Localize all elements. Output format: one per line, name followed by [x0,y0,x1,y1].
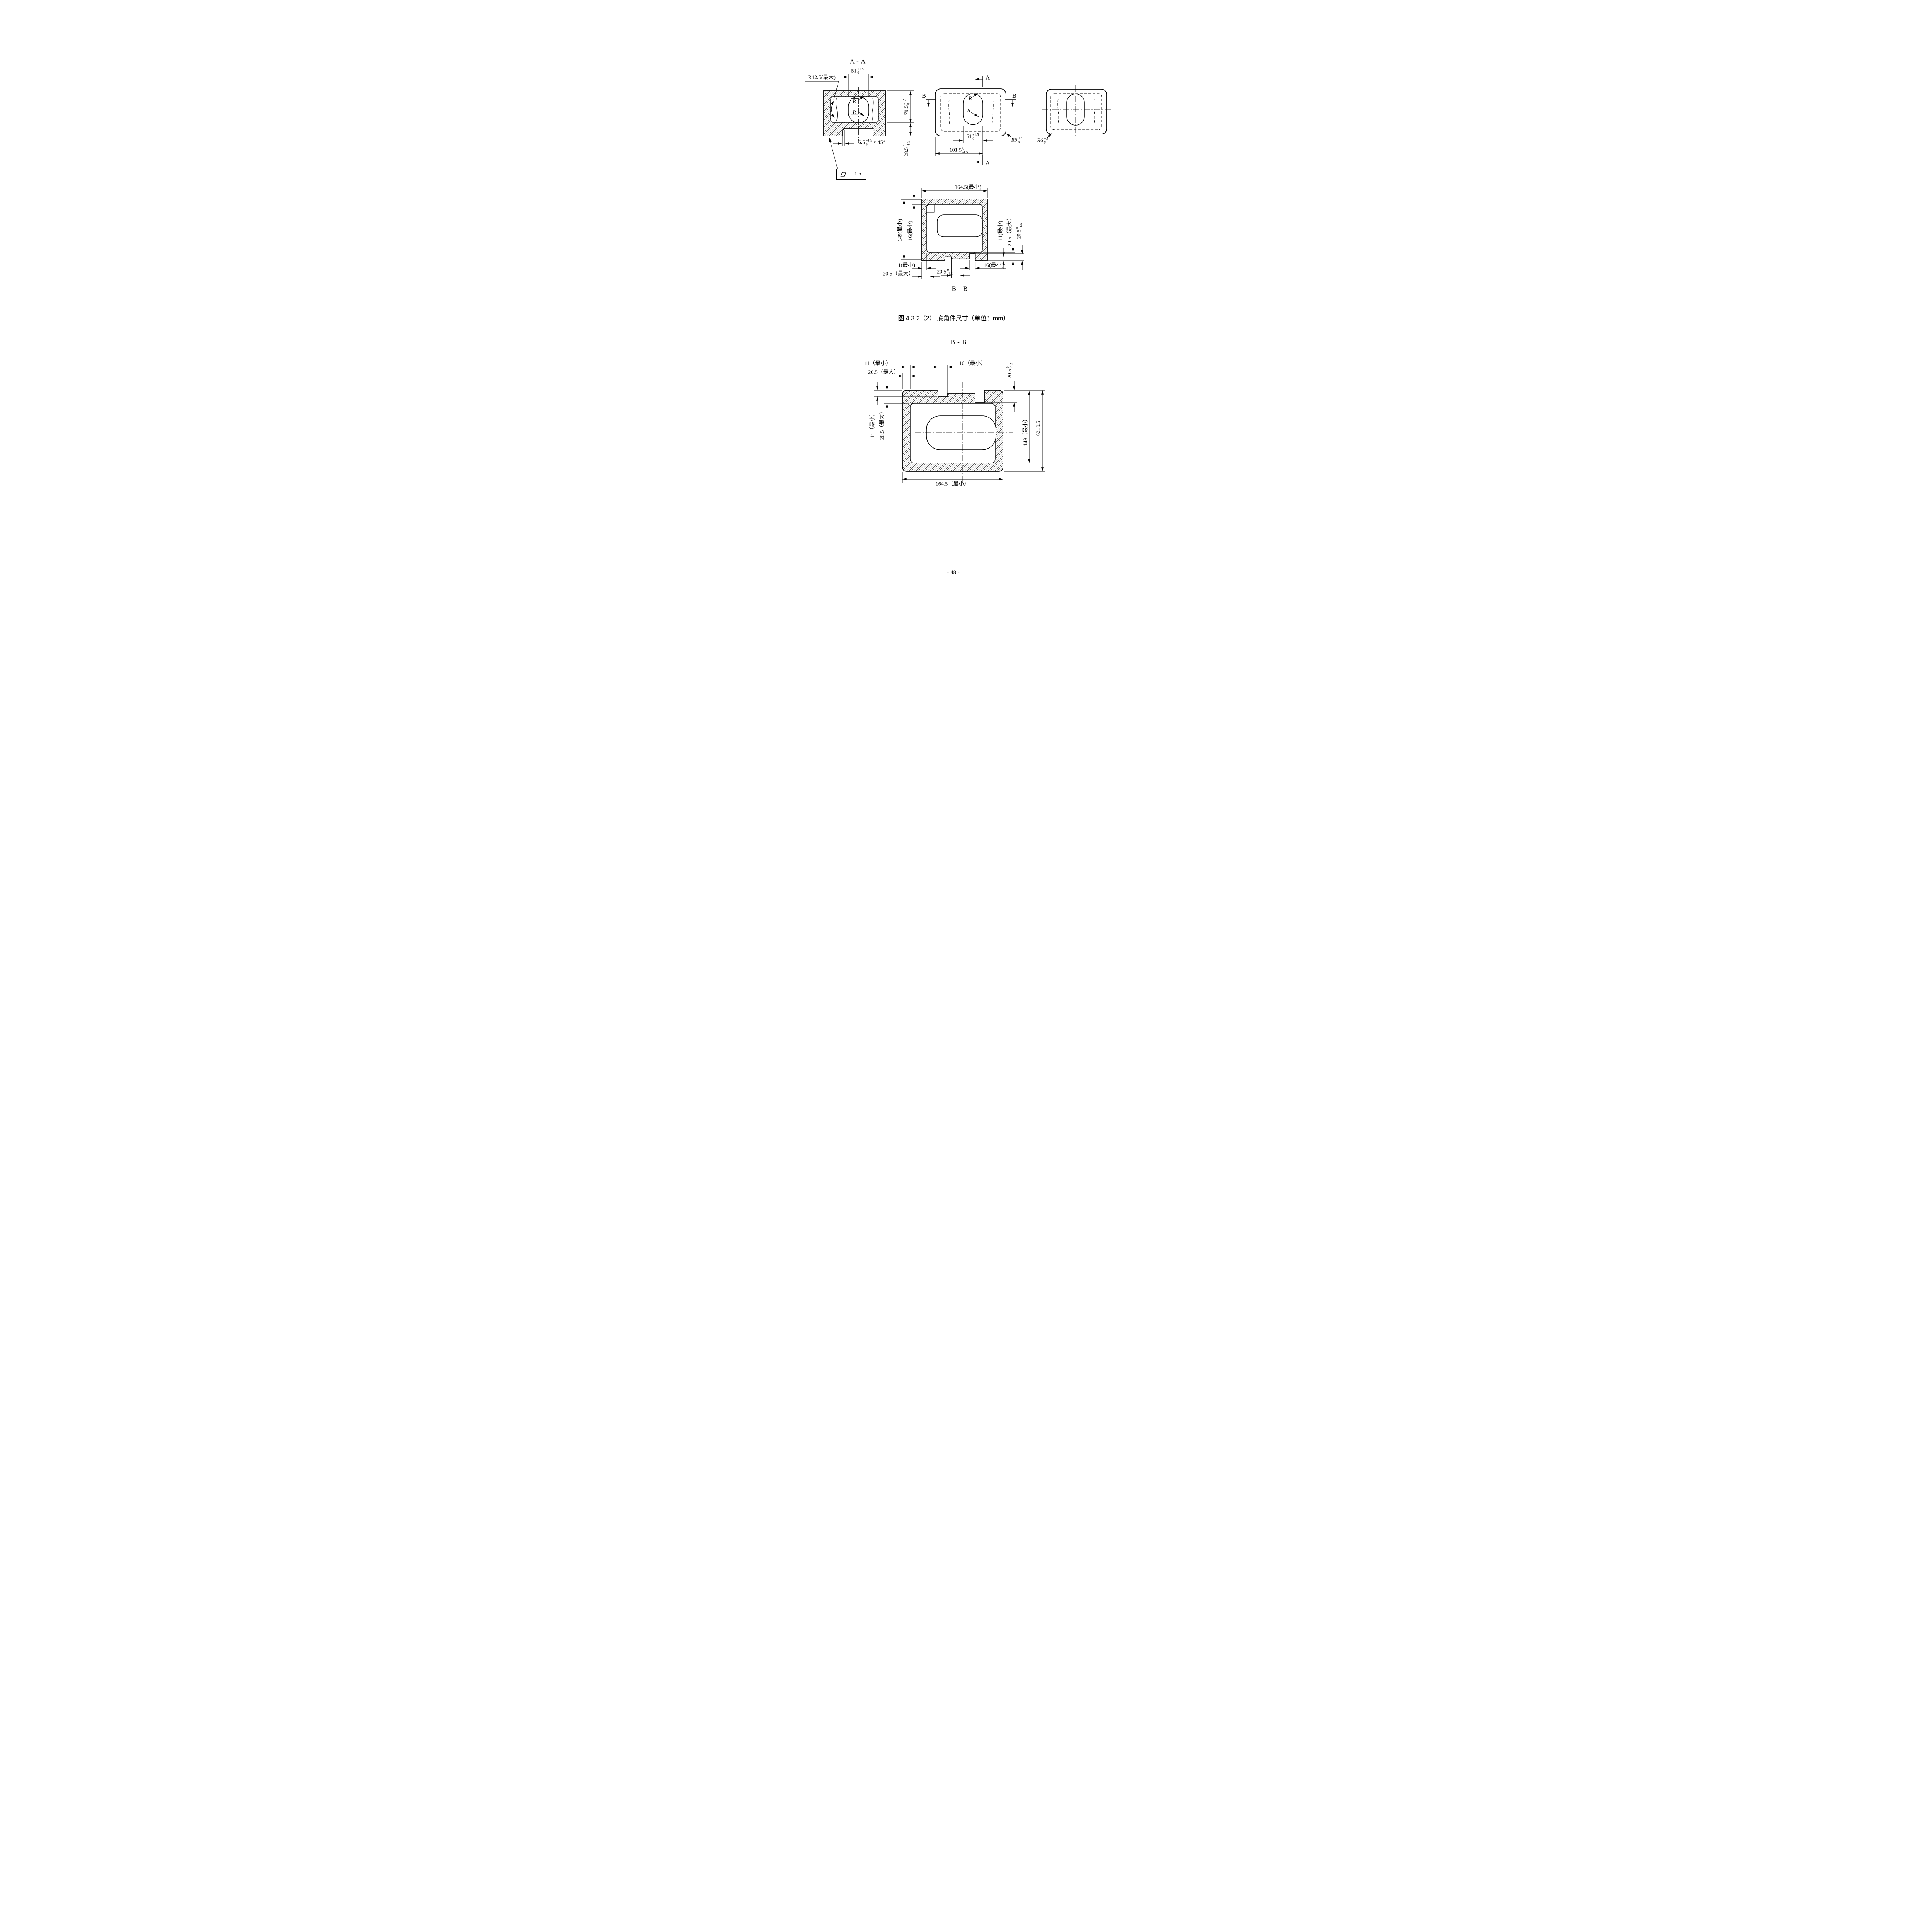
dim-16-bottom-bb1-label: 16(最小) [983,262,1004,269]
dim-value: 20.5 [1006,369,1013,379]
dim-20-5-tol-right-bb1-label: 20.5 0-1.5 [1015,223,1023,239]
tolerance-stack: 0-1.5 [962,146,968,154]
technical-drawing-canvas [804,74,1111,483]
tolerance-stack: 0-1.5 [1006,362,1014,368]
section-title-aa: A - A [850,58,866,65]
dim-value: 20.5 [1016,229,1022,239]
dim-28-5-label: 28.5 0-1.5 [902,141,911,157]
radius-ref-top-1: R [969,95,972,102]
dim-164-5-bb2-label: 164.5（最小） [935,481,970,487]
radius-ref-box-1: R [850,98,858,105]
dim-101-5-label: 101.5 0-1.5 [950,146,968,155]
section-title-bb2: B - B [950,338,967,346]
dim-20-5-max-right-bb1-label: 20.5（最大） [1006,215,1013,247]
dim-20-5-max-bottom-bb1-label: 20.5（最大） [883,271,914,277]
radius-ref-top-2: R [967,108,970,114]
figure-caption: 图 4.3.2（2） 底角件尺寸（单位：mm） [898,315,1010,322]
flatness-value: 1.5 [854,171,861,177]
tolerance-stack: 0-1.5 [902,141,911,146]
radius-ref-box-2: R [850,109,858,116]
dim-20-5-left-bb2-label: 20.5（最大） [879,408,885,440]
dim-11-top-bb2-label: 11（最小） [864,361,892,367]
dim-value: 101.5 [949,147,962,153]
section-title-bb1: B - B [952,285,968,293]
dim-value: 28.5 [903,147,909,157]
section-marker-b-left: B [922,93,926,100]
page-number: - 48 - [947,569,960,576]
view-right-geometry [1042,85,1111,138]
chamfer-angle: × 45° [873,139,885,146]
dim-20-5-tol-bb2-label: 20.5 0-1.5 [1006,363,1014,379]
dim-value: 51 [966,134,972,140]
dim-20-5-top-bb2-label: 20.5（最大） [868,369,899,376]
section-marker-a-top: A [985,75,990,82]
tolerance-stack: 0-1.5 [1015,223,1023,229]
dim-value: R6 [1011,137,1017,143]
radius-12-5-max-label: R12.5(最大) [808,75,836,81]
dim-value: 51 [851,68,857,74]
flatness-tolerance-frame: 1.5 [836,169,866,180]
dim-value: 6.5 [858,139,865,146]
dim-11-bottom-bb1-label: 11(最小) [895,262,915,269]
view-top-geometry [925,76,1016,165]
dim-149-bb1-label: 149(最小) [897,219,903,242]
dim-value: 20.5 [937,269,947,275]
view-bb1-geometry [901,188,1025,281]
dim-value: R6 [1037,138,1043,144]
section-marker-b-right: B [1012,93,1016,100]
dim-149-bb2-label: 149（最小） [1022,416,1028,446]
dim-20-5-tol-bottom-bb1-label: 20.5 0-1.5 [937,268,953,276]
dim-value: 79.5 [903,105,909,115]
dim-11-right-bb1-label: 11(最小) [997,221,1003,241]
section-marker-a-bottom: A [985,160,990,167]
tolerance-stack: 0-1.5 [947,268,953,276]
view-bb2-geometry [863,365,1045,483]
dim-11-left-bb2-label: 11（最小） [869,411,875,438]
dim-164-5-bb1-label: 164.5(最小) [955,184,981,190]
dim-16-top-bb2-label: 16（最小） [959,361,986,367]
dim-16-left-bb1-label: 16(最小) [907,221,913,241]
parallelogram-icon [837,169,850,179]
view-aa-geometry [804,74,914,169]
dim-162-bb2-label: 162±0.5 [1035,420,1041,439]
